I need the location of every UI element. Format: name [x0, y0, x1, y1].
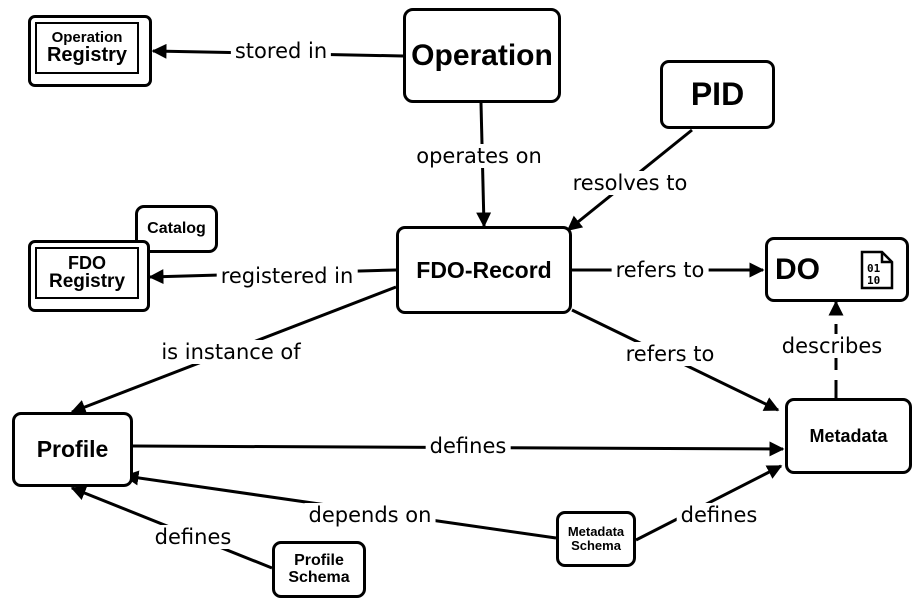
operation-label: Operation	[411, 38, 553, 72]
edge-label-is-instance-of: is instance of	[157, 340, 305, 364]
profile-node: Profile	[12, 412, 133, 487]
fdo-registry-line2: Registry	[48, 271, 126, 293]
profile-schema-line1: Profile	[294, 551, 344, 569]
svg-text:10: 10	[867, 274, 880, 287]
edge-label-depends-on: depends on	[304, 503, 436, 527]
fdo-registry-line1: FDO	[68, 252, 106, 273]
edge-label-operates-on: operates on	[412, 144, 546, 168]
edge-label-refers-to-metadata: refers to	[621, 342, 719, 366]
metadata-node: Metadata	[785, 398, 912, 474]
profile-schema-node: Profile Schema	[272, 541, 366, 598]
operation-node: Operation	[403, 8, 561, 103]
profile-label: Profile	[36, 436, 109, 463]
pid-label: PID	[690, 75, 745, 112]
operation-registry-line2: Registry	[46, 44, 128, 67]
operation-registry-node: Operation Registry	[35, 22, 139, 74]
binary-file-icon: 01 10	[860, 250, 894, 290]
catalog-label: Catalog	[147, 219, 206, 237]
operation-registry-line1: Operation	[51, 28, 123, 46]
pid-node: PID	[660, 60, 775, 129]
edge-label-refers-to-do: refers to	[611, 258, 709, 282]
metadata-schema-line1: Metadata	[567, 524, 625, 540]
edge-label-stored-in: stored in	[230, 39, 332, 63]
do-label: DO	[775, 252, 820, 286]
fdo-record-label: FDO-Record	[416, 256, 552, 283]
metadata-schema-line2: Schema	[571, 538, 621, 553]
edge-label-profile-defines: defines	[425, 434, 511, 458]
svg-text:01: 01	[867, 262, 881, 275]
fdo-registry-node: FDO Registry	[35, 247, 139, 299]
profile-schema-line2: Schema	[288, 568, 350, 586]
fdo-record-node: FDO-Record	[396, 226, 572, 314]
edge-label-schema-defines: defines	[676, 503, 762, 527]
metadata-schema-node: Metadata Schema	[556, 511, 636, 567]
edge-label-registered-in: registered in	[216, 264, 358, 288]
metadata-label: Metadata	[809, 425, 888, 446]
edge-label-profile-schema-defines: defines	[150, 525, 236, 549]
do-node: DO 01 10	[765, 237, 909, 302]
edge-label-describes: describes	[777, 334, 887, 358]
edge-label-resolves-to: resolves to	[568, 171, 692, 195]
